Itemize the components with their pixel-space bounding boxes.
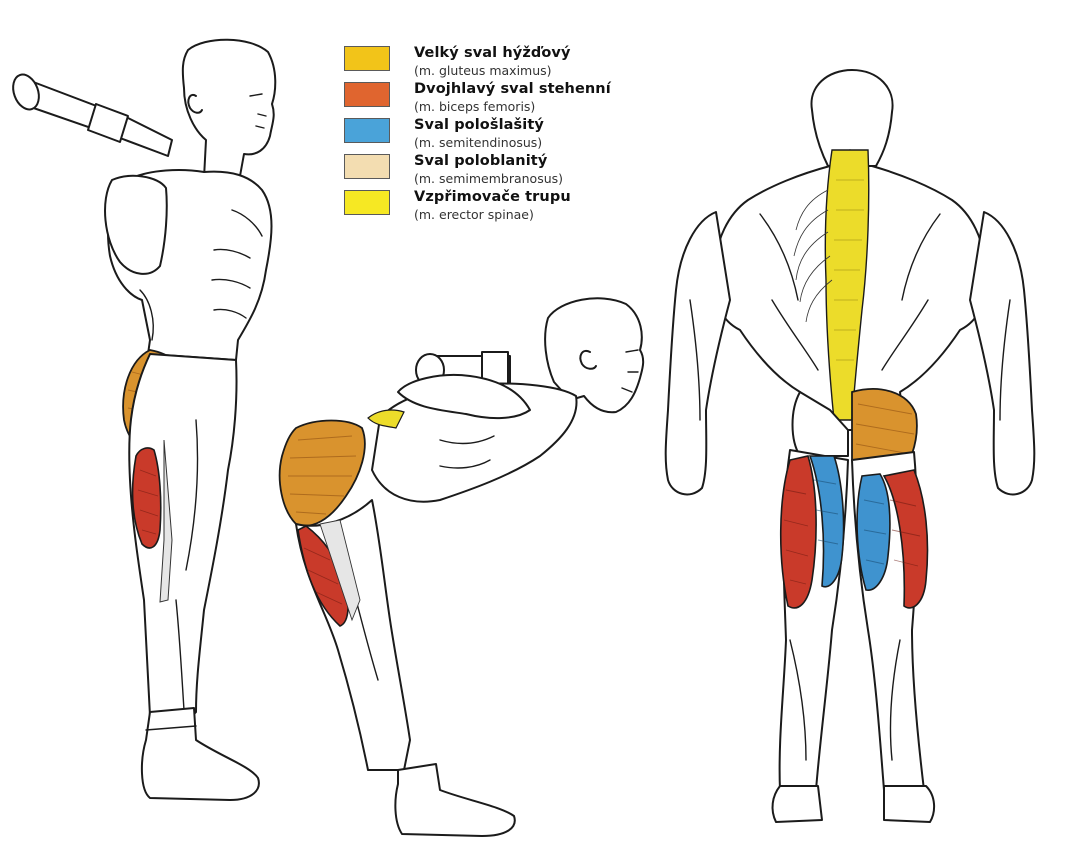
hamstring-standing [131,447,162,549]
legend-item: Sval poloblanitý (m. semimembranosus) [344,152,674,188]
legend-swatch [344,154,390,179]
legend-muscle-name: Sval pološlašitý [414,117,544,133]
hamstring-back-right-red [882,469,929,609]
barbell-standing [12,73,173,157]
legend-latin-name: (m. gluteus maximus) [414,63,552,78]
head-standing [181,38,277,179]
legend-muscle-name: Sval poloblanitý [414,153,548,169]
legend-latin-name: (m. semitendinosus) [414,135,543,150]
head-bent [544,297,645,414]
legend-item: Vzpřimovače trupu (m. erector spinae) [344,188,674,224]
legend: Velký sval hýžďový (m. gluteus maximus) Dv… [344,44,674,224]
head-back [810,69,894,167]
legend-item: Sval pološlašitý (m. semitendinosus) [344,116,674,152]
legend-latin-name: (m. biceps femoris) [414,99,536,114]
glute-bent [278,419,366,527]
legend-muscle-name: Velký sval hýžďový [414,45,571,61]
legend-swatch [344,118,390,143]
legend-swatch [344,82,390,107]
legend-item: Velký sval hýžďový (m. gluteus maximus) [344,44,674,80]
legend-muscle-name: Dvojhlavý sval stehenní [414,81,611,97]
legend-muscle-name: Vzpřimovače trupu [414,189,571,205]
legend-latin-name: (m. erector spinae) [414,207,534,222]
hamstring-back-left-red [779,455,817,609]
legend-swatch [344,190,390,215]
legend-latin-name: (m. semimembranosus) [414,171,564,186]
hamstring-back-left-blue [808,455,845,588]
legend-swatch [344,46,390,71]
legend-item: Dvojhlavý sval stehenní (m. biceps femori… [344,80,674,116]
